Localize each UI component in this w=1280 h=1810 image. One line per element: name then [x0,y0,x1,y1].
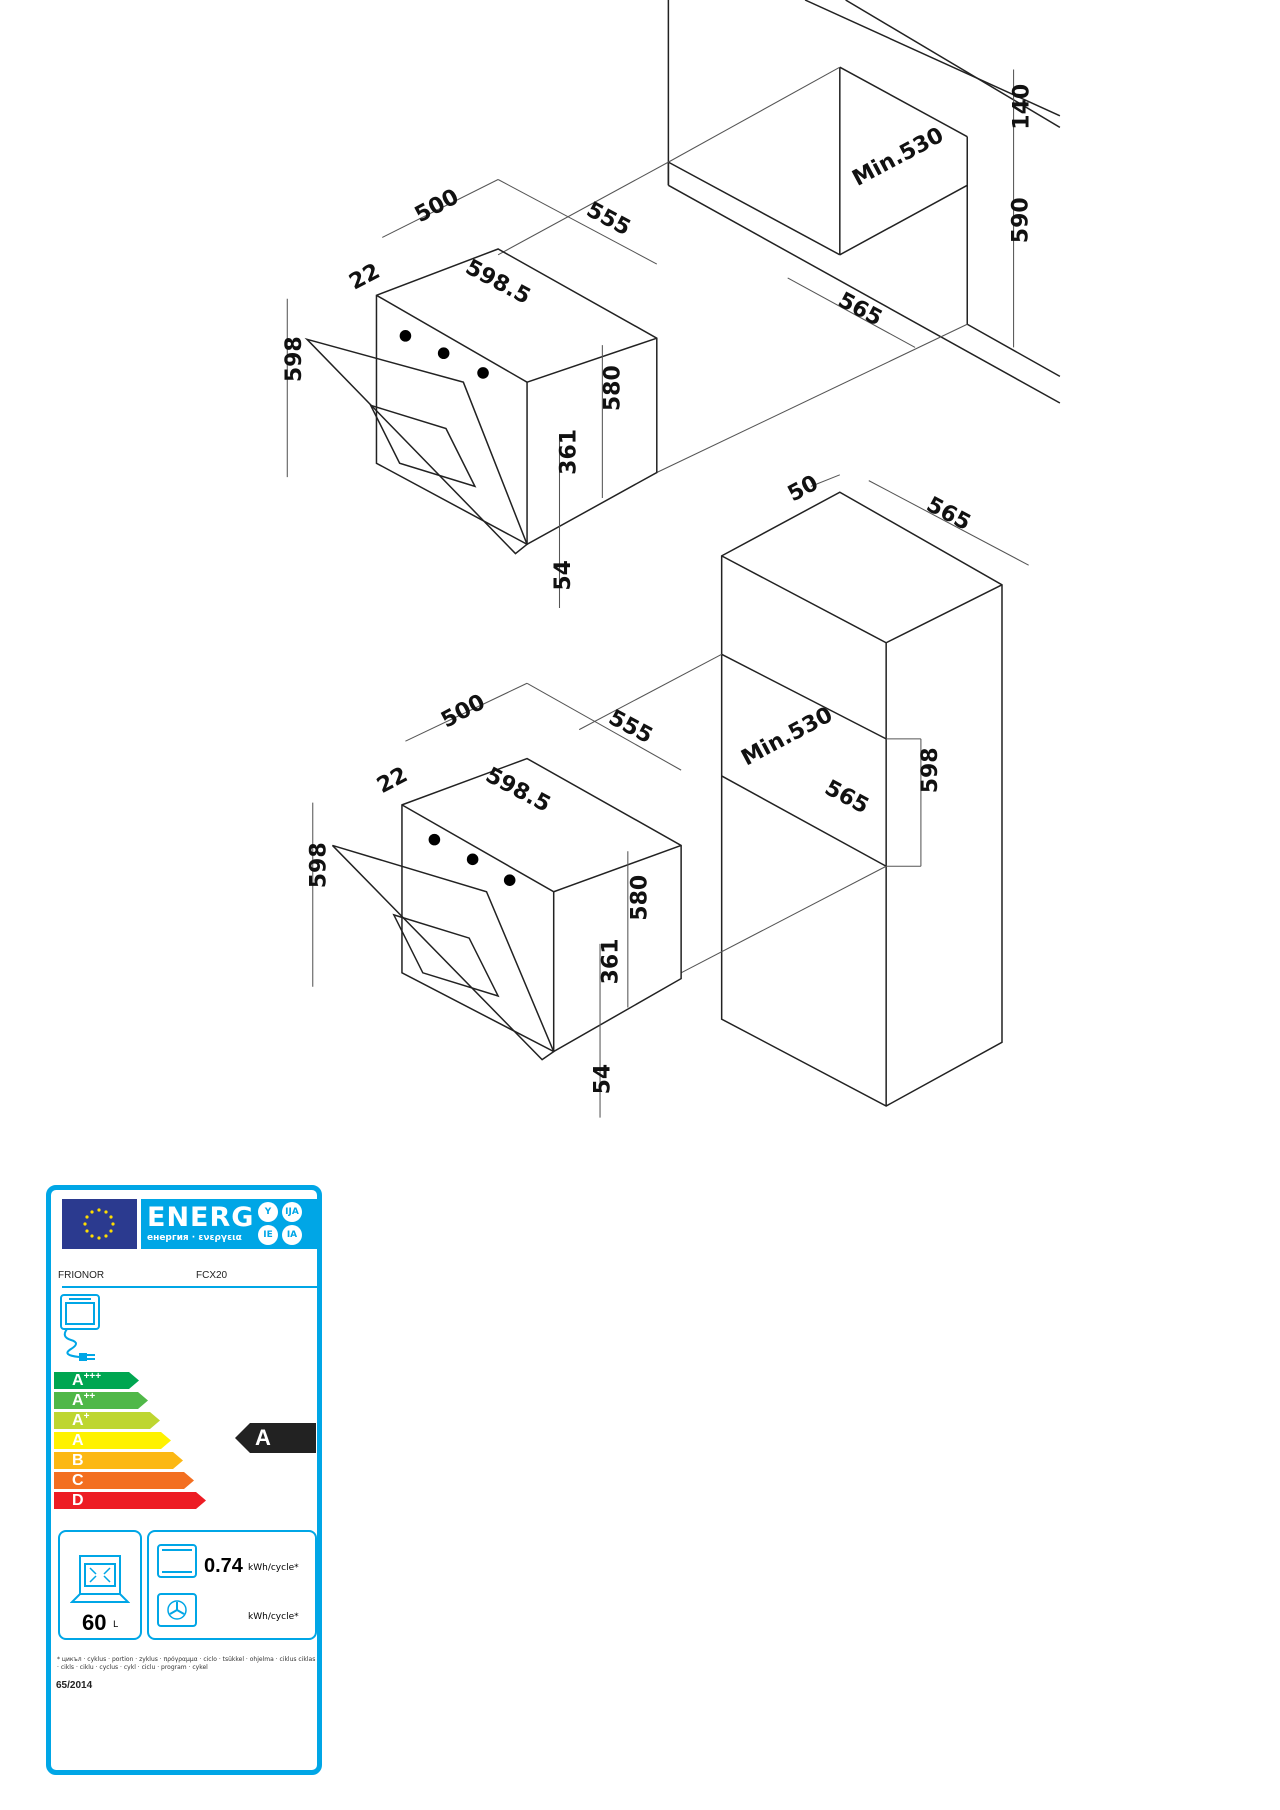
volume-box: 60 L [58,1530,142,1640]
dim-bottom-54: 54 [590,1064,615,1095]
footnote: * цикъл · cyklus · portion · zyklus · πρ… [57,1656,316,1671]
oven-cavity-icon [70,1555,130,1603]
energy-header: ENERG енергия · ενεργεια Y IJA IE IA [141,1199,317,1249]
dim-bottom-min530: Min.530 [737,703,837,772]
lang-badge: IJA [282,1202,302,1222]
dim-top-min530: Min.530 [849,123,949,192]
dim-top-590: 590 [1008,197,1033,243]
dim-top-580: 580 [601,365,626,411]
dim-bottom-598: 598 [307,842,332,888]
dim-top-555: 555 [582,198,634,242]
eu-stars-icon [83,1208,115,1240]
electric-oven-icon [60,1294,100,1361]
eu-flag [62,1199,137,1249]
dim-top-500: 500 [411,184,463,228]
header-divider [62,1286,317,1288]
fan-energy-unit: kWh/cycle* [248,1612,299,1622]
dim-bottom-580: 580 [627,875,652,921]
volume-unit: L [113,1620,119,1630]
dim-bottom-500: 500 [437,690,489,734]
conventional-energy-value: 0.74 [204,1555,243,1577]
class-bar-a+++: A+++ [54,1372,139,1389]
dim-bottom-565-top: 565 [922,492,974,536]
class-bar-a: A [54,1432,171,1449]
model-name: FCX20 [196,1270,228,1281]
energy-subtitle: енергия · ενεργεια [147,1233,242,1243]
energy-label: ENERG енергия · ενεργεια Y IJA IE IA FRI… [46,1185,322,1775]
dim-bottom-598-5: 598.5 [481,763,554,818]
lang-badge: IA [282,1225,302,1245]
rating-arrow: A [235,1423,316,1453]
dim-bottom-361: 361 [598,938,623,984]
class-bar-b: B [54,1452,183,1469]
dim-top-54: 54 [551,560,576,591]
dim-top-361: 361 [557,429,582,475]
lang-badge: Y [258,1202,278,1222]
conventional-mode-icon [157,1544,197,1578]
consumption-box: 0.74 kWh/cycle* kWh/cycle* [147,1530,317,1640]
class-bar-a+: A+ [54,1412,160,1429]
dim-bottom-50: 50 [784,471,823,507]
wall-niche-installation [286,0,1061,609]
dim-bottom-598-niche: 598 [918,747,943,793]
installation-diagram: 500 555 22 598.5 598 580 361 54 Min.530 … [282,0,1061,1118]
class-bar-c: C [54,1472,194,1489]
column-niche-installation [312,474,1029,1118]
regulation-number: 65/2014 [56,1680,93,1691]
conventional-energy-unit: kWh/cycle* [248,1563,299,1573]
brand-name: FRIONOR [58,1270,105,1281]
fan-mode-icon [157,1593,197,1627]
dim-bottom-555: 555 [604,705,656,749]
volume-value: 60 [82,1610,107,1635]
lang-badge: IE [258,1225,278,1245]
energy-title: ENERG [147,1202,255,1233]
dim-bottom-565: 565 [820,776,872,820]
dim-bottom-22: 22 [373,762,412,798]
class-bar-d: D [54,1492,206,1509]
dim-top-565: 565 [834,288,886,332]
dim-top-140: 140 [1010,84,1035,130]
dim-top-598: 598 [282,336,307,382]
class-bar-a++: A++ [54,1392,148,1409]
dim-top-22: 22 [345,259,384,295]
